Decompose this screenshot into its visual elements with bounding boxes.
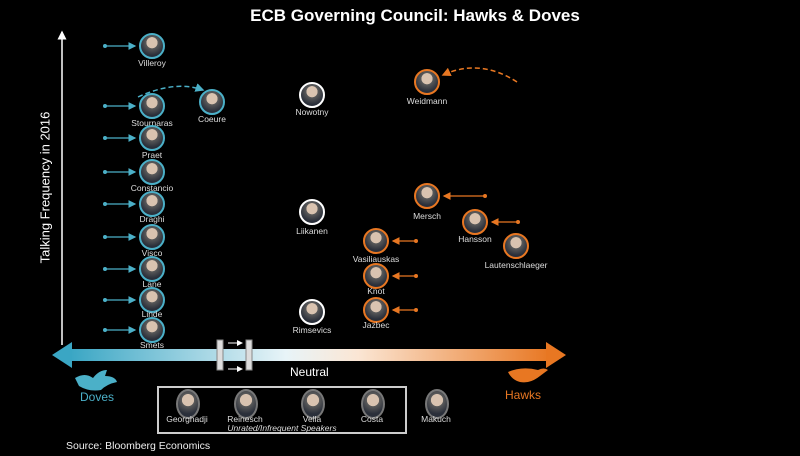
member-photo: [139, 159, 165, 185]
member-name: Knot: [367, 286, 385, 296]
member-name: Constancio: [130, 183, 174, 193]
unrated-member-photo: [361, 389, 385, 419]
shift-arrow: [137, 83, 205, 98]
shift-arrow: [441, 67, 518, 83]
unrated-member-photo: [176, 389, 200, 419]
member-photo: [139, 125, 165, 151]
unrated-member-photo: [425, 389, 449, 419]
member-photo: [139, 191, 165, 217]
member-name: Stournaras: [131, 118, 173, 128]
axis-break: [216, 339, 253, 372]
member-name: Villeroy: [138, 58, 166, 68]
hawk-bird-icon: [508, 368, 548, 383]
neutral-label: Neutral: [290, 365, 329, 379]
member-photo: [199, 89, 225, 115]
unrated-member-name: Costa: [360, 414, 384, 424]
member-name: Smets: [139, 340, 165, 350]
member-photo: [139, 317, 165, 343]
member-name: Mersch: [413, 211, 441, 221]
hawks-label: Hawks: [505, 388, 542, 402]
member-name: Lautenschlaeger: [484, 260, 548, 270]
member-photo: [299, 199, 325, 225]
source-note: Source: Bloomberg Economics: [66, 440, 211, 452]
unrated-caption: Unrated/Infrequent Speakers: [227, 423, 337, 433]
member-name: Coeure: [198, 114, 226, 124]
member-name: Liikanen: [296, 226, 328, 236]
member-photo: [414, 69, 440, 95]
member-photo: [363, 228, 389, 254]
chart-title: ECB Governing Council: Hawks & Doves: [250, 6, 580, 25]
member-photo: [414, 183, 440, 209]
member-photo: [363, 263, 389, 289]
member-name: Hansson: [458, 234, 492, 244]
unrated-member-name: Georghadji: [166, 414, 208, 424]
member-name: Lane: [142, 279, 162, 289]
member-photo: [363, 297, 389, 323]
member-name: Vasiliauskas: [352, 254, 400, 264]
unrated-member-name: Makuch: [421, 414, 451, 424]
member-name: Draghi: [139, 214, 165, 224]
member-name: Rimsevics: [292, 325, 332, 335]
member-photo: [139, 224, 165, 250]
x-axis-arrow: [52, 342, 566, 368]
member-photo: [139, 256, 165, 282]
y-axis-label: Talking Frequency in 2016: [37, 111, 53, 264]
member-photo: [299, 82, 325, 108]
member-name: Jazbec: [362, 320, 390, 330]
unrated-member-photo: [234, 389, 258, 419]
member-photo: [462, 209, 488, 235]
member-photo: [503, 233, 529, 259]
member-name: Linde: [141, 309, 163, 319]
member-name: Visco: [141, 248, 163, 258]
unrated-member-photo: [301, 389, 325, 419]
member-photo: [139, 33, 165, 59]
member-name: Weidmann: [406, 96, 448, 106]
member-photo: [299, 299, 325, 325]
member-name: Praet: [141, 150, 163, 160]
unrated-speakers-box: [157, 386, 407, 434]
member-name: Nowotny: [295, 107, 329, 117]
member-photo: [139, 287, 165, 313]
doves-label: Doves: [80, 390, 115, 404]
unrated-member-name: Vella: [302, 414, 322, 424]
member-photo: [139, 93, 165, 119]
dove-bird-icon: [75, 370, 117, 391]
unrated-member-name: Reinesch: [227, 414, 263, 424]
